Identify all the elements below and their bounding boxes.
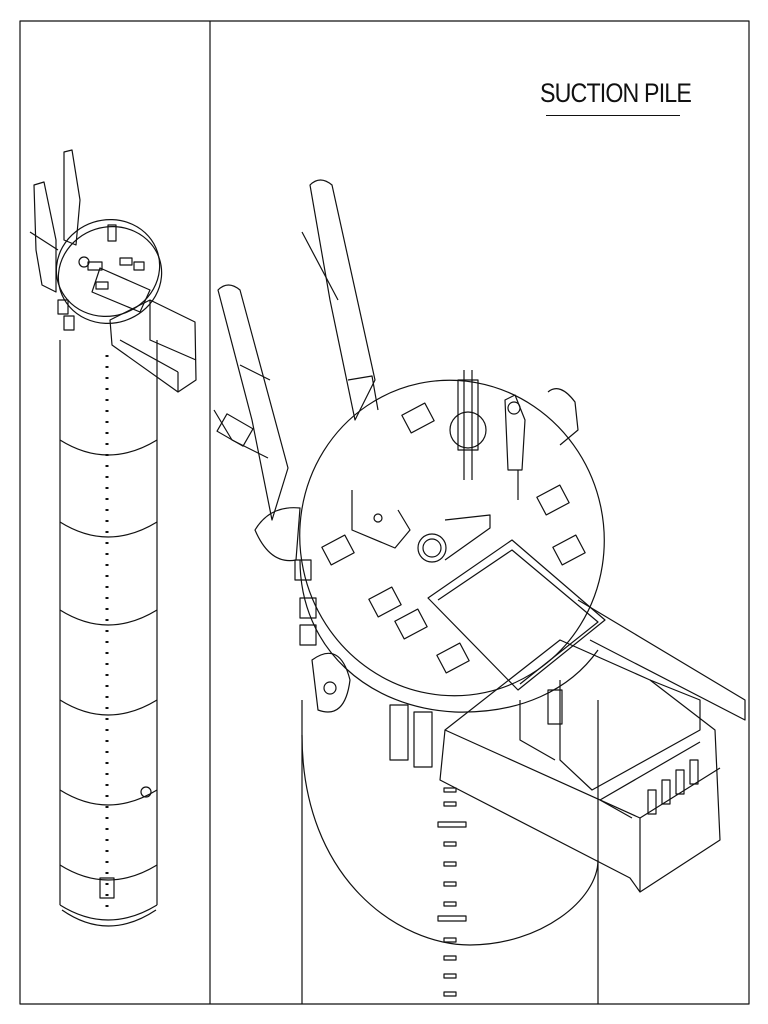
pile-top-detail [213,179,746,1004]
outrigger-cleats [647,759,699,815]
drawing-frame [19,20,750,1005]
lifting-arm-front [33,181,57,293]
title-underline [546,115,680,116]
deck-equipment [294,370,606,768]
detail-marker-column [437,787,467,997]
deck-hatch [427,539,606,691]
pile-outrigger [109,299,197,393]
drawing-title: SUCTION PILE [540,78,692,108]
pile-valve [140,786,152,798]
detail-lifting-arm-rear [309,179,376,421]
detail-outrigger [439,599,746,893]
pile-hatch [99,877,115,899]
pile-ring-seams [59,439,158,881]
lifting-arm-rear [63,149,81,246]
pile-overview [29,149,197,927]
deck-mast [504,394,526,471]
detail-top-deck [299,379,605,697]
detail-lifting-arm-front [217,284,289,521]
